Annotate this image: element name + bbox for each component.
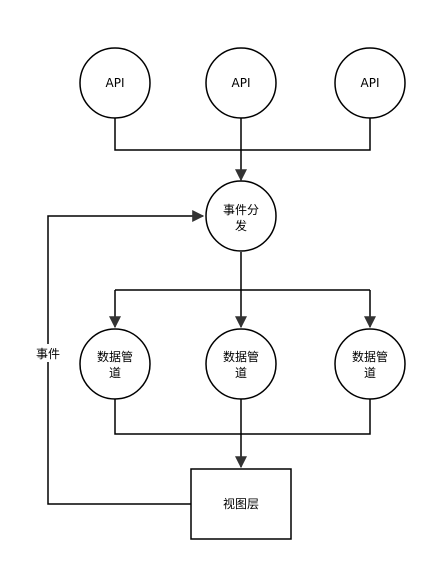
dispatch-node: 事件分 发 — [205, 180, 277, 252]
feedback-edge-label-bg — [33, 344, 63, 362]
api-node-3: API — [334, 47, 406, 119]
api-node-label: API — [106, 76, 125, 90]
dispatch-node-label-line1: 事件分 — [223, 203, 259, 217]
pipeline-node-label-line2: 道 — [364, 366, 376, 380]
pipeline-node-label-line2: 道 — [235, 366, 247, 380]
api-node-label: API — [361, 76, 380, 90]
dispatch-split-connector — [115, 252, 370, 291]
pipeline-node-2: 数据管 道 — [205, 328, 277, 400]
feedback-edge-label: 事件 — [36, 347, 60, 361]
pipeline-node-label-line1: 数据管 — [352, 349, 388, 364]
view-layer-node: 视图层 — [190, 468, 292, 540]
pipeline-node-label-line1: 数据管 — [97, 349, 133, 364]
pipeline-merge-connector — [114, 399, 371, 435]
pipeline-node-label-line2: 道 — [109, 366, 121, 380]
api-merge-connector — [114, 118, 371, 151]
pipeline-node-3: 数据管 道 — [334, 328, 406, 400]
pipeline-node-1: 数据管 道 — [79, 328, 151, 400]
api-node-1: API — [79, 47, 151, 119]
api-node-2: API — [205, 47, 277, 119]
dispatch-node-label-line2: 发 — [235, 218, 247, 233]
pipeline-node-label-line1: 数据管 — [223, 349, 259, 364]
api-node-label: API — [232, 76, 251, 90]
view-layer-label: 视图层 — [223, 496, 259, 511]
